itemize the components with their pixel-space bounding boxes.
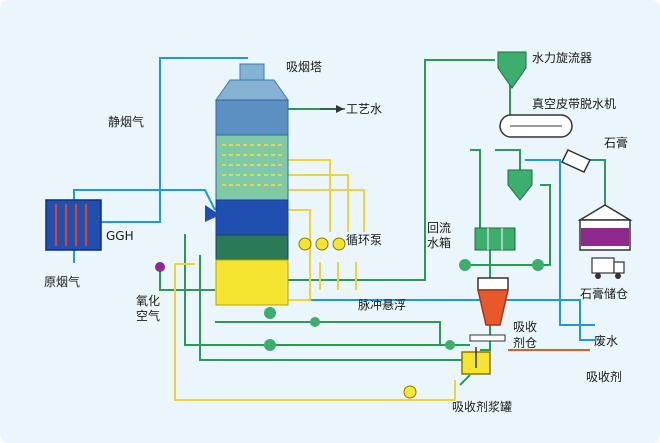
- absorbent-feeder: [469, 334, 506, 342]
- label-absorbent: 吸收剂: [586, 369, 622, 384]
- valve-tower-bottom: [264, 307, 276, 319]
- gas-pipes: [73, 57, 595, 341]
- truck-wheel-2: [615, 273, 621, 279]
- tower-slurry-tank: [215, 259, 289, 306]
- truck-wheel-1: [595, 273, 601, 279]
- tower-to-tank-line: [215, 321, 441, 345]
- label-oxidation-air-1: 氧化: [136, 294, 160, 308]
- label-gypsum-storage: 石膏储仓: [580, 286, 628, 301]
- circulation-pump-2: [315, 237, 329, 251]
- return-tank-body: [474, 227, 516, 251]
- hydrocyclone-body: [497, 51, 527, 89]
- pulse-loop: [287, 209, 311, 301]
- label-circulation-pump: 循环泵: [346, 233, 382, 247]
- tower-mixing-zone: [215, 234, 289, 261]
- absorber-tower: [205, 63, 289, 306]
- label-gypsum: 石膏: [604, 135, 628, 150]
- circ-loop-3: [287, 189, 365, 232]
- valve-slurry: [445, 340, 455, 350]
- hydrocyclone: [497, 51, 527, 89]
- absorbent-bin-top: [477, 277, 509, 291]
- tower-waste-water-line: [220, 299, 595, 341]
- label-absorbent-bin-2: 剂仓: [513, 335, 537, 350]
- ggh-body: [45, 199, 102, 251]
- valve-return-line: [310, 317, 320, 327]
- tower-upper-section: [215, 99, 289, 136]
- truck-cargo: [613, 261, 625, 274]
- return-water-tank: [474, 227, 516, 251]
- cyclone2-return: [470, 184, 551, 266]
- spray-grids: [222, 144, 282, 186]
- slurry-main-loop: [174, 263, 420, 401]
- labels: 吸烟塔 工艺水 静烟气 GGH 原烟气 循环泵 脉冲悬浮 氧化 空气 水力旋流器…: [44, 51, 628, 414]
- label-raw-flue-gas: 原烟气: [44, 274, 80, 289]
- label-absorbent-bin-1: 吸收: [513, 320, 537, 334]
- clean-flue-gas-pipe: [100, 57, 248, 223]
- absorbent-bin: [469, 277, 509, 342]
- absorbent-slurry-tank: [461, 347, 491, 375]
- ggh-top-pipe: [73, 189, 216, 211]
- valve-recycle-1: [264, 339, 276, 351]
- gypsum-discharge-chute: [560, 149, 592, 173]
- recycle-line-1: [184, 234, 470, 346]
- absorbent-bin-cone: [477, 289, 509, 326]
- oxidation-air-line: [159, 267, 215, 291]
- label-hydrocyclone: 水力旋流器: [532, 51, 592, 65]
- label-clean-flue-gas: 静烟气: [108, 114, 144, 129]
- circulation-pump-1: [298, 237, 312, 251]
- oxidation-blower: [155, 262, 165, 272]
- tower-inlet-arrow: [205, 205, 220, 222]
- tower-absorption-zone: [215, 199, 289, 236]
- return-tank-line: [470, 149, 481, 230]
- circulation-pumps: [298, 237, 346, 251]
- gypsum-bin-fill: [581, 228, 629, 246]
- slurry-tank-out: [459, 374, 471, 386]
- water-pipes: [159, 59, 606, 386]
- label-return-tank-2: 水箱: [427, 235, 451, 250]
- slurry-feed-line: [420, 380, 456, 401]
- label-pulse-suspension: 脉冲悬浮: [358, 297, 406, 312]
- circ-loop-2: [287, 174, 349, 232]
- label-oxidation-air-2: 空气: [136, 308, 160, 323]
- tower-stack: [239, 63, 265, 83]
- label-ggh: GGH: [106, 229, 134, 243]
- truck-cabin: [591, 257, 615, 274]
- ggh-heat-exchanger: [45, 199, 102, 251]
- slurry-pipes: [174, 159, 456, 401]
- valve-return-tank: [459, 259, 471, 271]
- circulation-pump-3: [332, 237, 346, 251]
- label-waste-water: 废水: [594, 333, 618, 348]
- belt-to-cyclone2: [495, 149, 521, 170]
- absorbent-to-slurry: [480, 320, 491, 351]
- secondary-cyclone: [507, 169, 533, 201]
- label-return-tank-1: 回流: [427, 221, 451, 235]
- gypsum-storage-bin: [577, 204, 633, 279]
- tower-spray-section: [215, 134, 289, 201]
- valve-cyclone2: [532, 259, 544, 271]
- label-process-water: 工艺水: [346, 102, 382, 116]
- valve-yellow-feed: [403, 385, 417, 399]
- circ-loop-1: [287, 159, 331, 232]
- secondary-cyclone-body: [507, 169, 533, 201]
- hydrocyclone-waste-line: [525, 159, 595, 326]
- green-valves: [155, 259, 544, 399]
- vacuum-belt-dewatering: [499, 114, 592, 173]
- label-vacuum-belt: 真空皮带脱水机: [532, 96, 616, 111]
- label-absorber-tower: 吸烟塔: [286, 60, 322, 74]
- label-absorbent-slurry-tank: 吸收剂浆罐: [452, 399, 512, 414]
